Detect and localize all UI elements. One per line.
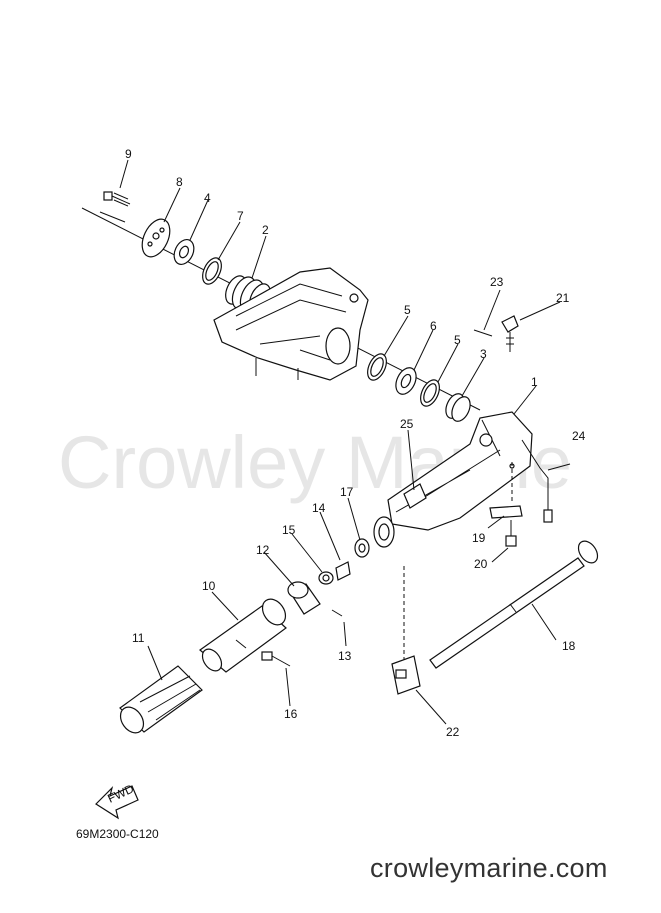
part-17-nut[interactable] xyxy=(354,538,370,558)
label-22: 22 xyxy=(446,725,460,739)
part-23-pin[interactable] xyxy=(473,329,493,337)
part-25-plate[interactable] xyxy=(403,483,427,509)
part-24-cable[interactable] xyxy=(521,439,549,512)
part-24-cable-end xyxy=(543,509,553,523)
label-1: 1 xyxy=(531,375,538,389)
label-5b: 5 xyxy=(454,333,461,347)
footer-site-link[interactable]: crowleymarine.com xyxy=(370,853,608,883)
label-9: 9 xyxy=(125,147,132,161)
label-3: 3 xyxy=(480,347,487,361)
part-4-collar[interactable] xyxy=(170,236,197,267)
part-14-spring[interactable] xyxy=(335,561,351,581)
part-7-ring[interactable] xyxy=(199,255,225,287)
label-19: 19 xyxy=(472,531,486,545)
fwd-arrow-icon: FWD xyxy=(95,781,139,820)
label-24: 24 xyxy=(572,429,586,443)
label-2: 2 xyxy=(262,223,269,237)
part-16-screw[interactable] xyxy=(261,651,291,667)
label-11: 11 xyxy=(132,631,145,645)
cable-end xyxy=(99,211,126,223)
part-18-rod[interactable] xyxy=(429,538,601,669)
part-5-ring-b[interactable] xyxy=(417,377,443,409)
label-15: 15 xyxy=(282,523,296,537)
label-8: 8 xyxy=(176,175,183,189)
label-10: 10 xyxy=(202,579,216,593)
part-13-screw[interactable] xyxy=(331,609,343,617)
label-17: 17 xyxy=(340,485,354,499)
leader-lines xyxy=(119,159,571,725)
part-22-block[interactable] xyxy=(391,655,421,695)
label-4: 4 xyxy=(204,191,211,205)
part-19-plate[interactable] xyxy=(489,505,523,519)
label-20: 20 xyxy=(474,557,488,571)
part-9-bolt[interactable] xyxy=(103,191,131,207)
part-15-washer[interactable] xyxy=(318,571,334,585)
part-10-shaft[interactable] xyxy=(199,595,291,675)
part-8-plate[interactable] xyxy=(137,215,176,261)
label-13: 13 xyxy=(338,649,352,663)
part-5-ring-a[interactable] xyxy=(364,351,390,383)
label-6: 6 xyxy=(430,319,437,333)
part-6-collar[interactable] xyxy=(392,365,420,398)
part-1-bracket[interactable] xyxy=(387,411,533,531)
label-5a: 5 xyxy=(404,303,411,317)
label-23: 23 xyxy=(490,275,504,289)
label-16: 16 xyxy=(284,707,298,721)
label-12: 12 xyxy=(256,543,270,557)
part-labels: 9 8 4 7 2 23 21 5 6 5 3 1 25 24 17 14 15… xyxy=(125,147,586,739)
label-25: 25 xyxy=(400,417,414,431)
part-20-screw[interactable] xyxy=(505,520,517,547)
shaft-end xyxy=(373,516,395,548)
part-11-grip[interactable] xyxy=(116,665,203,737)
label-7: 7 xyxy=(237,209,244,223)
lower-case-body xyxy=(213,267,369,381)
label-14: 14 xyxy=(312,501,326,515)
part-21-nipple[interactable] xyxy=(501,315,519,352)
part-12-collar[interactable] xyxy=(287,581,321,615)
part-3-bush[interactable] xyxy=(442,391,473,424)
label-21: 21 xyxy=(556,291,570,305)
diagram-code: 69M2300-C120 xyxy=(76,827,159,841)
label-18: 18 xyxy=(562,639,576,653)
